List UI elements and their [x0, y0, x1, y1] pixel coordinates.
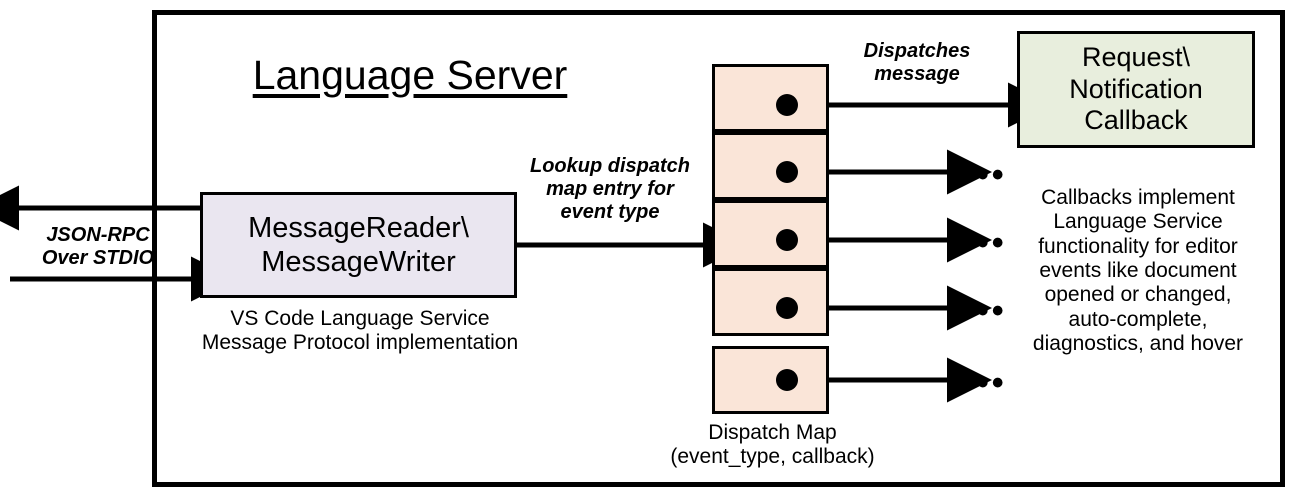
dispatch-map-row[interactable] [712, 64, 829, 132]
dispatch-map-caption: Dispatch Map (event_type, callback) [670, 421, 875, 469]
message-reader-writer-caption: VS Code Language Service Message Protoco… [201, 307, 519, 355]
dispatches-message-label: Dispatches message [863, 40, 971, 86]
ellipsis-row-5: ••• [962, 364, 1007, 402]
dispatch-map-dot [776, 297, 798, 319]
dispatch-map-dot [776, 94, 798, 116]
request-notification-callback-box[interactable]: Request\ Notification Callback [1017, 31, 1255, 148]
page-title: Language Server [252, 52, 568, 98]
dispatch-map-row[interactable] [712, 200, 829, 268]
lookup-dispatch-label: Lookup dispatch map entry for event type [530, 155, 690, 224]
callback-description: Callbacks implement Language Service fun… [1032, 186, 1244, 356]
ellipsis-row-3: ••• [962, 224, 1007, 262]
dispatch-map-row[interactable] [712, 268, 829, 336]
dispatch-map-dot [776, 161, 798, 183]
dispatch-map-row[interactable] [712, 132, 829, 200]
jsonrpc-stdio-label: JSON-RPC Over STDIO [41, 224, 155, 270]
dispatch-map-row[interactable] [712, 346, 829, 414]
message-reader-writer-box[interactable]: MessageReader\ MessageWriter [200, 192, 517, 298]
language-server-container [152, 10, 1285, 487]
ellipsis-row-2: ••• [962, 156, 1007, 194]
dispatch-map-dot [776, 229, 798, 251]
ellipsis-row-4: ••• [962, 292, 1007, 330]
dispatch-map-dot [776, 369, 798, 391]
